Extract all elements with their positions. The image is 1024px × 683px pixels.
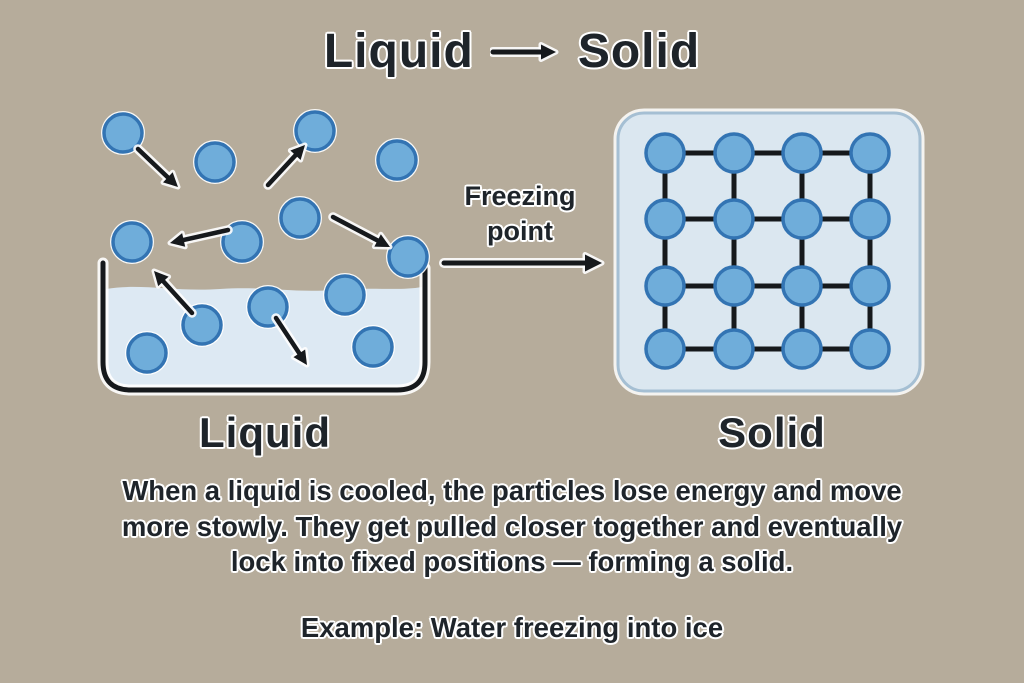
arrow-head bbox=[290, 145, 305, 161]
arrow-head bbox=[374, 234, 390, 247]
arrow-head bbox=[293, 349, 307, 365]
arrow-line bbox=[175, 227, 231, 244]
arrow-head bbox=[540, 44, 556, 59]
particle-circle bbox=[324, 274, 366, 316]
particle-circle bbox=[849, 132, 891, 174]
particle-circle bbox=[849, 198, 891, 240]
arrow-head bbox=[585, 254, 602, 272]
particle-circle bbox=[111, 221, 153, 263]
particle-circle bbox=[644, 265, 686, 307]
particle-circle bbox=[713, 265, 755, 307]
title-arrow-icon bbox=[489, 41, 559, 62]
particle-circle bbox=[221, 221, 263, 263]
arrow-line bbox=[265, 148, 302, 188]
particle-circle bbox=[713, 132, 755, 174]
freezing-arrow-icon bbox=[439, 252, 605, 274]
description-line-3: lock into fixed positions — forming a so… bbox=[230, 546, 794, 577]
particle-circle bbox=[849, 328, 891, 370]
particle-circle bbox=[644, 198, 686, 240]
description-text: When a liquid is cooled, the particles l… bbox=[40, 473, 984, 580]
particle-circle bbox=[294, 110, 336, 152]
liquid-label: Liquid bbox=[199, 409, 331, 456]
particle-circle bbox=[376, 139, 418, 181]
solid-label: Solid bbox=[718, 409, 826, 456]
particle-circle bbox=[781, 198, 823, 240]
particle-circle bbox=[279, 197, 321, 239]
particle-circle bbox=[713, 328, 755, 370]
particle-circle bbox=[126, 332, 168, 374]
arrow-line bbox=[273, 315, 305, 361]
example-text: Example: Water freezing into ice bbox=[300, 612, 724, 643]
page-title: Liquid Solid bbox=[0, 24, 1024, 79]
arrow-line bbox=[135, 146, 175, 184]
arrow-line bbox=[157, 274, 195, 316]
beaker-outline bbox=[100, 260, 428, 393]
description-line-1: When a liquid is cooled, the particles l… bbox=[122, 475, 902, 506]
freezing-point-line1: Freezing bbox=[464, 181, 576, 211]
particle-circle bbox=[781, 132, 823, 174]
solid-diagram bbox=[613, 108, 925, 396]
particle-circle bbox=[781, 328, 823, 370]
arrow-head bbox=[170, 233, 186, 247]
arrow-head bbox=[163, 172, 178, 187]
particle-circle bbox=[713, 198, 755, 240]
particle-circle bbox=[644, 132, 686, 174]
freezing-point-label: Freezing point bbox=[425, 179, 615, 249]
solid-box bbox=[616, 111, 922, 393]
arrow-head bbox=[154, 271, 169, 287]
particle-circle bbox=[102, 112, 144, 154]
particle-circle bbox=[352, 326, 394, 368]
particle-circle bbox=[194, 141, 236, 183]
particle-circle bbox=[644, 328, 686, 370]
title-solid-text: Solid bbox=[577, 25, 701, 78]
title-liquid-text: Liquid bbox=[323, 25, 474, 78]
description-line-2: more stowly. They get pulled closer toge… bbox=[121, 510, 903, 542]
liquid-diagram bbox=[97, 109, 431, 396]
particle-circle bbox=[387, 236, 429, 278]
particle-circle bbox=[849, 265, 891, 307]
freezing-point-line2: point bbox=[487, 216, 553, 246]
particle-circle bbox=[781, 265, 823, 307]
arrow-line bbox=[330, 214, 385, 246]
